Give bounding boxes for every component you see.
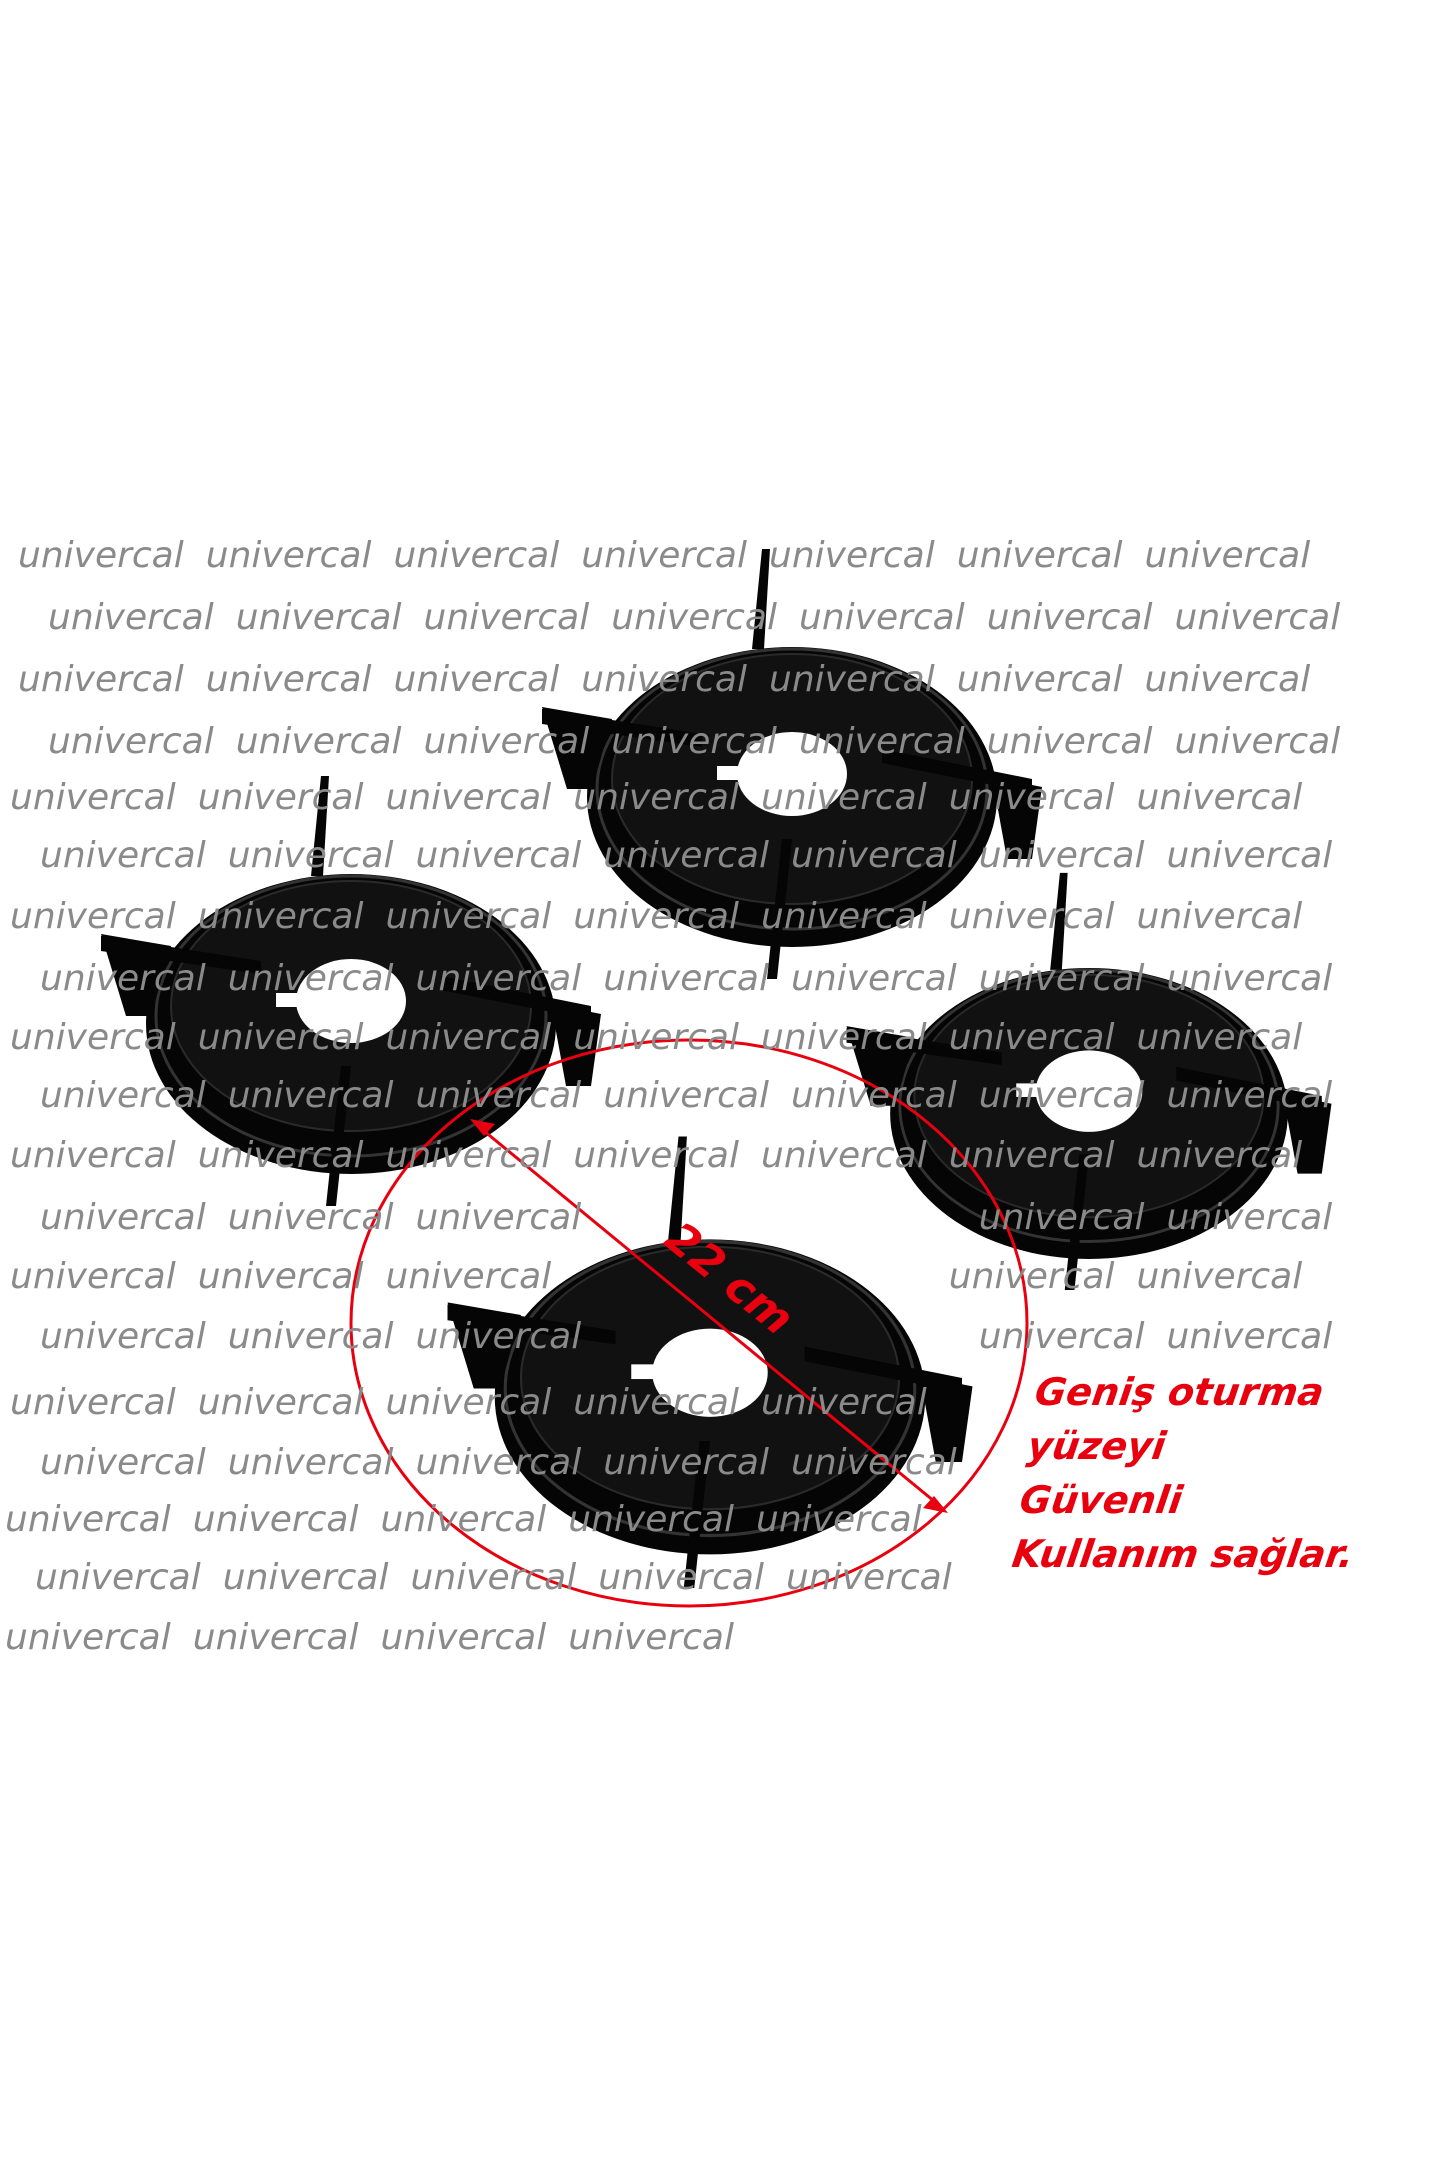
prong — [326, 1066, 351, 1206]
center-hole — [652, 1328, 768, 1417]
prong — [1050, 872, 1068, 970]
caption-line: Geniş oturma — [1032, 1370, 1327, 1414]
dimension-arrow — [477, 1124, 941, 1508]
prong — [767, 839, 792, 979]
arrow-head-start — [470, 1119, 495, 1136]
prong — [311, 776, 329, 876]
feature-caption: Geniş oturma yüzeyi Güvenli Kullanım sağ… — [1009, 1365, 1380, 1581]
prong — [752, 549, 770, 649]
arrow-head-end — [923, 1496, 948, 1513]
prong — [1064, 1154, 1089, 1290]
caption-line: Güvenli — [1017, 1478, 1186, 1522]
highlight-ellipse — [349, 1038, 1029, 1608]
center-hole — [737, 732, 847, 816]
center-hole — [296, 959, 406, 1043]
burner-grate — [101, 776, 601, 1206]
burner-grate — [447, 1136, 973, 1588]
burner-grate — [846, 872, 1332, 1290]
burner-grate — [542, 549, 1042, 979]
center-hole — [1035, 1050, 1143, 1132]
prong — [683, 1441, 710, 1588]
caption-line: Kullanım sağlar. — [1009, 1532, 1357, 1576]
prong — [668, 1136, 687, 1242]
caption-line: yüzeyi — [1024, 1424, 1169, 1468]
